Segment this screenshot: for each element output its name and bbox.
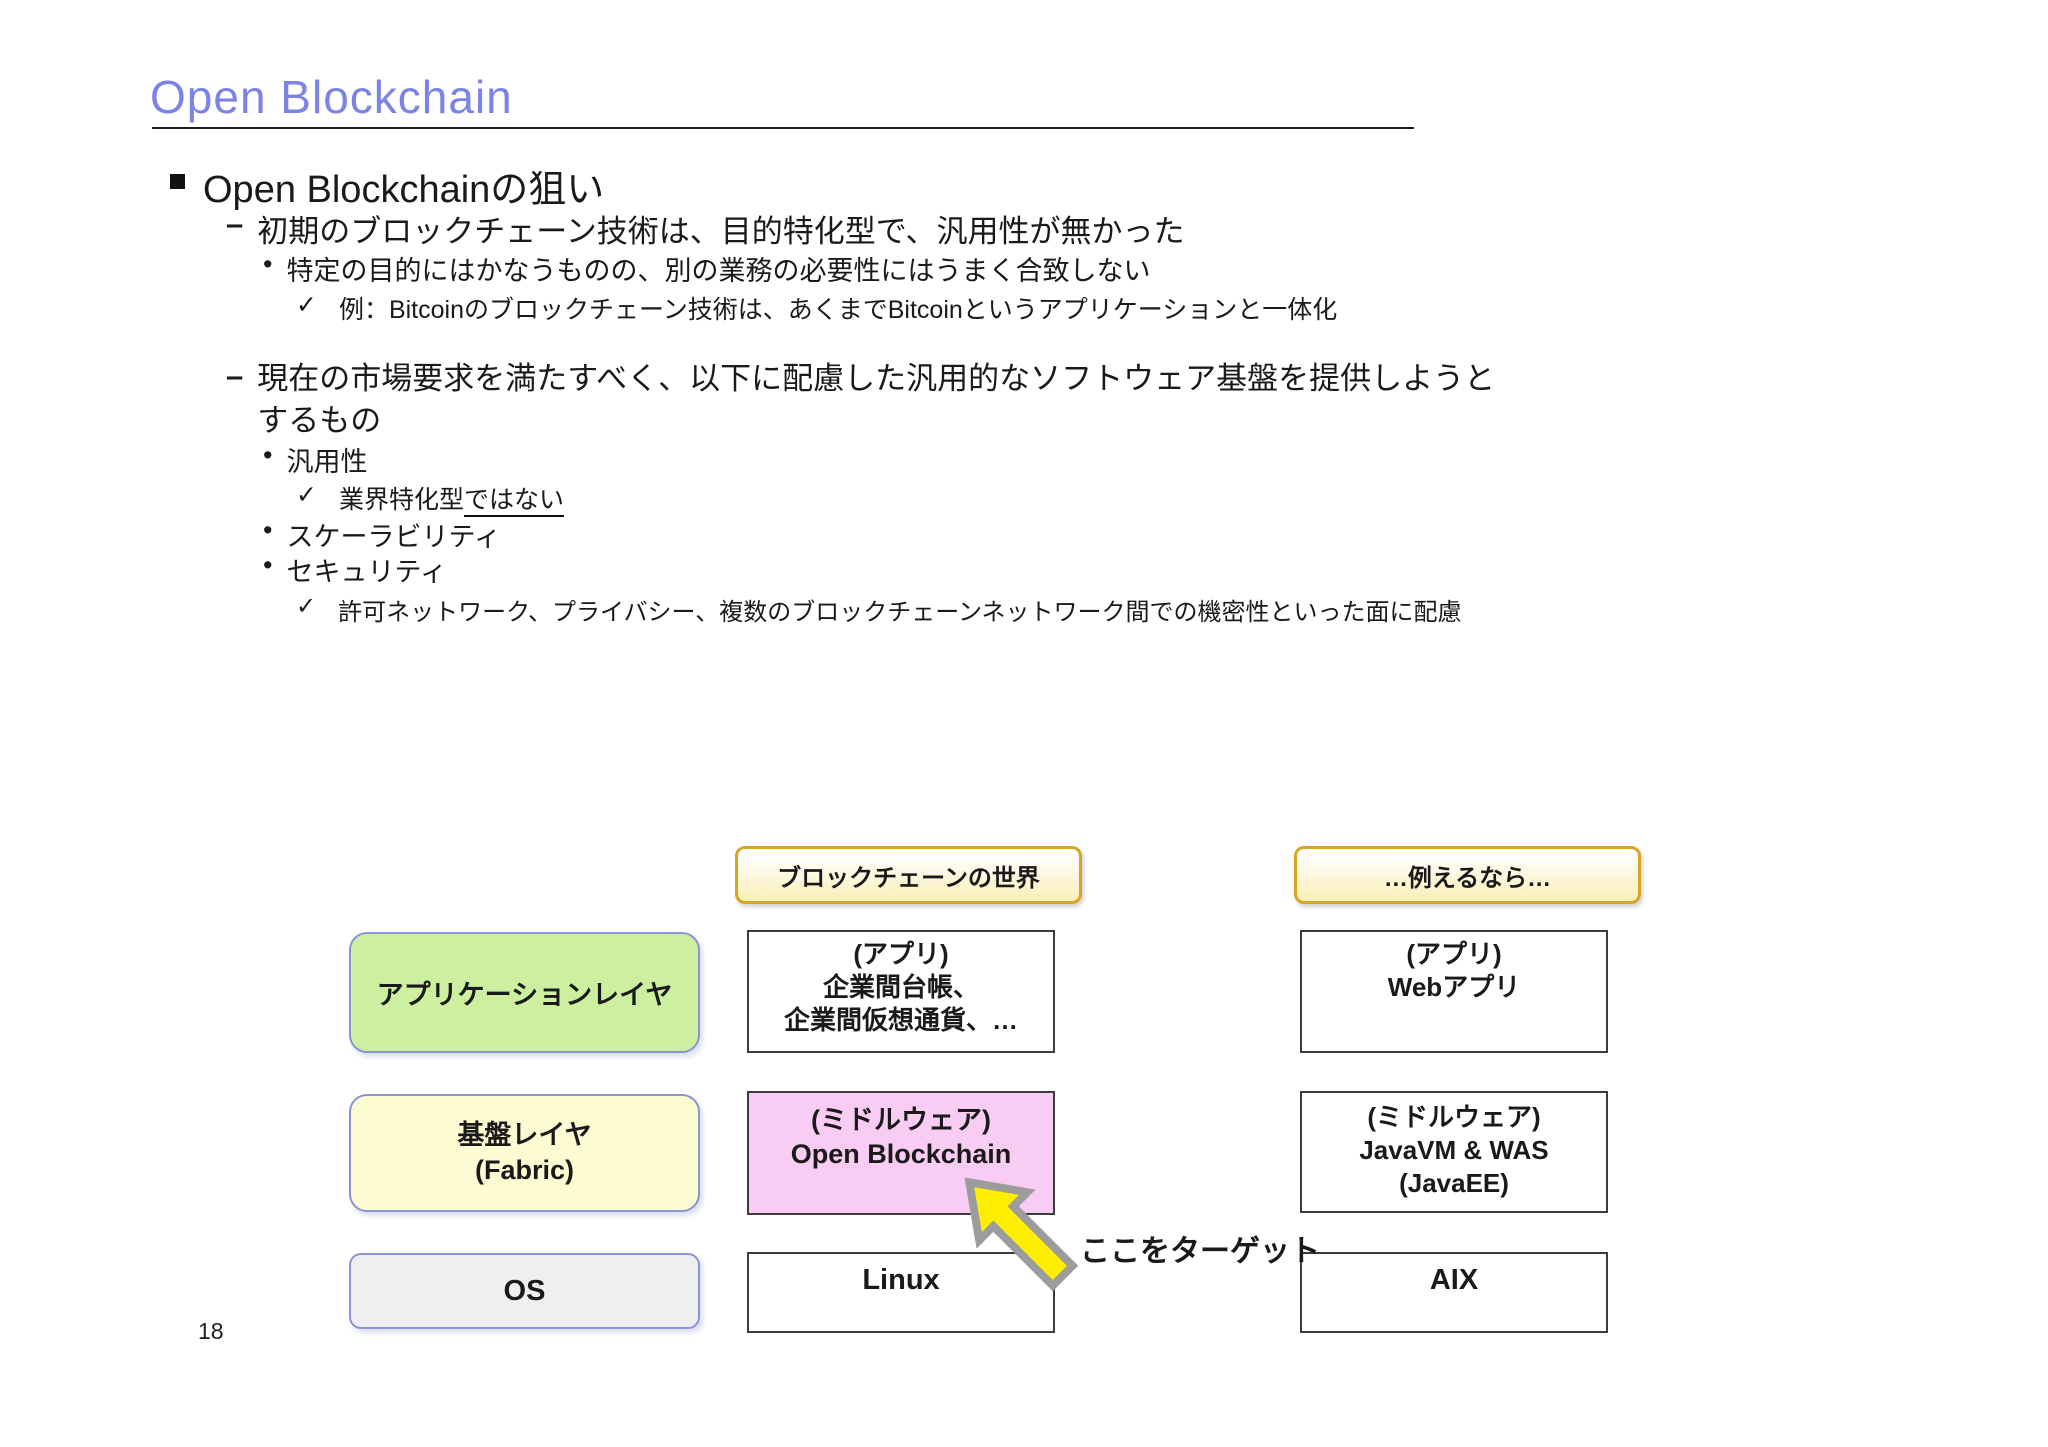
layer-foundation-label: 基盤レイヤ (Fabric) [457, 1119, 592, 1185]
layer-box-os: OS [349, 1253, 700, 1329]
bullet-level2-a: – 初期のブロックチェーン技術は、目的特化型で、汎用性が無かった [226, 206, 1184, 251]
check-icon: ✓ [296, 481, 317, 509]
dash-bullet-icon: – [226, 206, 244, 241]
bullet-level2-b: – 現在の市場要求を満たすべく、以下に配慮した汎用的なソフトウェア基盤を提供しよ… [226, 358, 1495, 442]
layer-box-foundation: 基盤レイヤ (Fabric) [349, 1094, 700, 1212]
bullet-level4-a-text: 例：Bitcoinのブロックチェーン技術は、あくまでBitcoinというアプリケ… [338, 296, 1338, 324]
bullet-level3-a-text: 特定の目的にはかなうものの、別の業務の必要性にはうまく合致しない [286, 256, 1151, 286]
box-analogy-middleware-label: (ミドルウェア) JavaVM & WAS (JavaEE) [1359, 1102, 1549, 1199]
bullet-level4-c-text: 許可ネットワーク、プライバシー、複数のブロックチェーンネットワーク間での機密性と… [338, 599, 1462, 626]
header-blockchain-world: ブロックチェーンの世界 [735, 846, 1082, 904]
bullet-level4-b-underlined: ではない [463, 486, 564, 517]
square-bullet-icon [170, 174, 185, 189]
bullet-level3-a: • 特定の目的にはかなうものの、別の業務の必要性にはうまく合致しない [263, 249, 1150, 288]
bullet-level3-b: • 汎用性 [263, 440, 367, 479]
header-analogy-label: …例えるなら… [1383, 864, 1552, 892]
box-analogy-app-label: (アプリ) Webアプリ [1387, 939, 1521, 1003]
bullet-level4-b-plain: 業界特化型 [338, 486, 464, 514]
dot-bullet-icon: • [263, 249, 273, 279]
check-icon: ✓ [296, 593, 317, 620]
box-aix-label: AIX [1429, 1264, 1479, 1296]
check-icon: ✓ [296, 291, 317, 319]
bullet-level3-d: • セキュリティ [263, 550, 447, 589]
dot-bullet-icon: • [263, 515, 273, 545]
bullet-level3-d-text: セキュリティ [286, 557, 447, 587]
dot-bullet-icon: • [263, 440, 273, 470]
bullet-level3-b-text: 汎用性 [286, 447, 368, 477]
title-divider [152, 127, 1414, 129]
dash-bullet-icon: – [226, 358, 244, 393]
bullet-level4-b: ✓ 業界特化型ではない [296, 480, 564, 517]
layer-box-application: アプリケーションレイヤ [349, 932, 700, 1053]
box-open-blockchain-label: (ミドルウェア) Open Blockchain [790, 1105, 1012, 1170]
bullet-level2-b-text: 現在の市場要求を満たすべく、以下に配慮した汎用的なソフトウェア基盤を提供しようと… [257, 361, 1496, 438]
bullet-level4-a: ✓ 例：Bitcoinのブロックチェーン技術は、あくまでBitcoinというアプ… [296, 290, 1337, 326]
header-blockchain-world-label: ブロックチェーンの世界 [777, 864, 1040, 892]
box-blockchain-app-label: (アプリ) 企業間台帳、 企業間仮想通貨、… [783, 939, 1018, 1036]
page-title: Open Blockchain [150, 71, 513, 123]
box-linux: Linux [747, 1252, 1055, 1333]
box-aix: AIX [1300, 1252, 1608, 1333]
box-open-blockchain-middleware: (ミドルウェア) Open Blockchain [747, 1091, 1055, 1215]
bullet-level3-c: • スケーラビリティ [263, 515, 501, 554]
bullet-level3-c-text: スケーラビリティ [286, 522, 501, 552]
layer-application-label: アプリケーションレイヤ [376, 980, 673, 1010]
box-linux-label: Linux [862, 1264, 940, 1296]
bullet-level4-c: ✓ 許可ネットワーク、プライバシー、複数のブロックチェーンネットワーク間での機密… [296, 592, 1462, 627]
target-arrow-icon [964, 1177, 1079, 1292]
dot-bullet-icon: • [263, 550, 273, 580]
page-number: 18 [198, 1318, 224, 1344]
box-analogy-middleware: (ミドルウェア) JavaVM & WAS (JavaEE) [1300, 1091, 1608, 1213]
bullet-level1-text: Open Blockchainの狙い [203, 169, 605, 211]
header-analogy: …例えるなら… [1294, 846, 1641, 904]
layer-os-label: OS [503, 1274, 546, 1307]
box-analogy-app: (アプリ) Webアプリ [1300, 930, 1608, 1053]
bullet-level1: Open Blockchainの狙い [170, 158, 604, 213]
bullet-level2-a-text: 初期のブロックチェーン技術は、目的特化型で、汎用性が無かった [257, 214, 1185, 249]
box-blockchain-app: (アプリ) 企業間台帳、 企業間仮想通貨、… [747, 930, 1055, 1053]
target-annotation: ここをターゲット [1080, 1235, 1320, 1268]
